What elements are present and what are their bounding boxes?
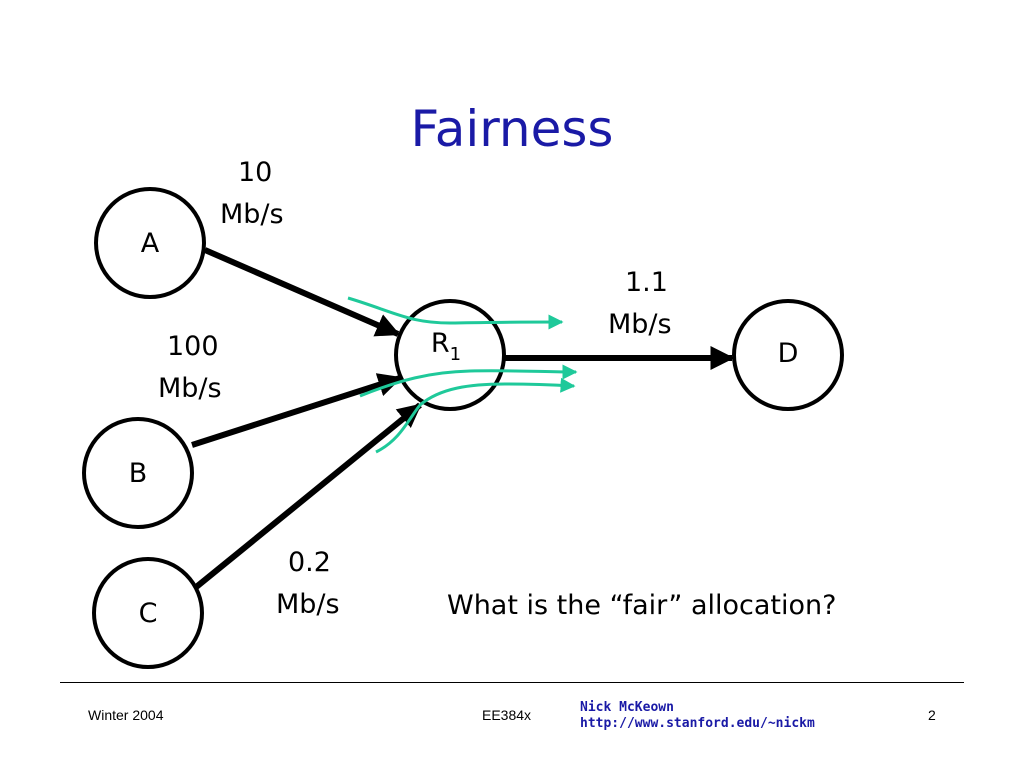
node-a <box>94 187 206 299</box>
link-b-rate: 100 <box>167 331 219 362</box>
flow-a <box>347 296 564 330</box>
node-r1-subscript: 1 <box>450 344 461 365</box>
node-d-label: D <box>778 338 799 369</box>
link-a-unit: Mb/s <box>220 199 284 230</box>
flow-b <box>359 364 578 398</box>
footer-author: Nick McKeown http://www.stanford.edu/~ni… <box>580 700 815 732</box>
node-r1-base: R <box>431 328 450 359</box>
link-a-r1 <box>203 247 401 337</box>
link-a-rate: 10 <box>238 157 273 188</box>
link-b-r1 <box>191 373 403 448</box>
link-c-r1 <box>193 402 422 591</box>
footer-divider <box>60 682 964 683</box>
node-r1 <box>394 299 506 411</box>
node-c-label: C <box>139 598 158 629</box>
flow-c <box>375 377 576 454</box>
node-b-label: B <box>129 458 148 489</box>
footer-course: EE384x <box>482 707 532 723</box>
node-d <box>732 299 844 411</box>
link-c-unit: Mb/s <box>276 589 340 620</box>
link-c-rate: 0.2 <box>288 547 331 578</box>
node-b <box>82 417 194 529</box>
link-d-rate: 1.1 <box>625 267 668 298</box>
author-url[interactable]: http://www.stanford.edu/~nickm <box>580 716 815 731</box>
link-d-unit: Mb/s <box>608 309 672 340</box>
node-r1-label: R1 <box>431 328 461 365</box>
author-name: Nick McKeown <box>580 700 674 715</box>
fair-allocation-question: What is the “fair” allocation? <box>447 590 837 621</box>
page-number: 2 <box>928 707 936 723</box>
node-a-label: A <box>141 228 160 259</box>
node-c <box>92 557 204 669</box>
link-b-unit: Mb/s <box>158 373 222 404</box>
slide-title: Fairness <box>410 100 614 158</box>
footer-term: Winter 2004 <box>88 707 164 723</box>
